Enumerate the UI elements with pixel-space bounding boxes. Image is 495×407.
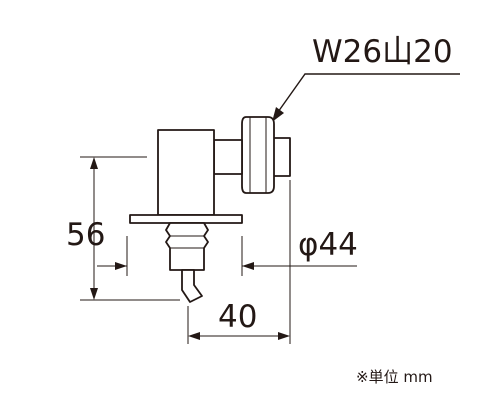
height-label: 56 [66,217,105,253]
faucet-body [129,116,291,303]
mounting-flange [129,214,243,224]
height-dimension: 56 [66,156,180,301]
thread-leader-arrowhead [272,107,284,122]
union-nut [241,116,275,194]
width-label: 40 [218,299,257,335]
diameter-dimension: φ44 [97,227,358,276]
unit-note: ※単位 mm [356,368,433,386]
thread-label: W26山20 [312,34,453,70]
thread-leader-line [277,73,460,113]
threaded-shank [165,222,209,271]
thread-callout: W26山20 [272,34,460,122]
width-dimension: 40 [187,180,291,344]
spout-tip [181,269,203,303]
connector-tube [213,139,243,175]
main-body [157,129,215,216]
diameter-label: φ44 [298,227,358,263]
